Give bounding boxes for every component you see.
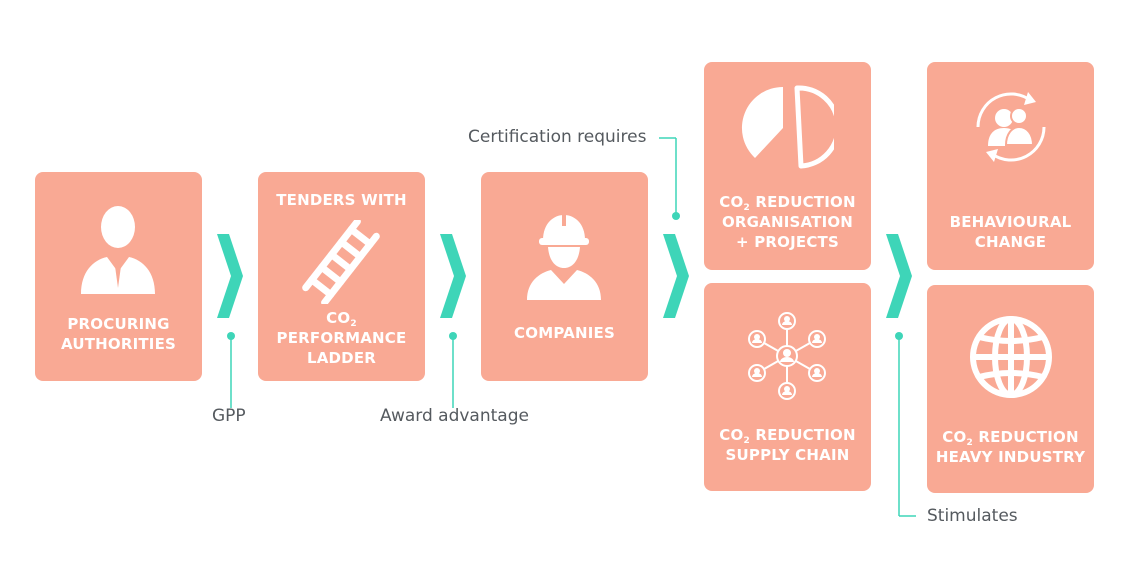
chevron-right-icon	[886, 234, 912, 318]
heavy-industry-co-subscript: 2	[966, 438, 973, 448]
reduction-org-co-label: CO	[719, 193, 744, 211]
stimulates-annotation: Stimulates	[927, 506, 1018, 526]
procuring-authorities-box: PROCURING AUTHORITIES	[35, 172, 202, 381]
chevron-right-icon	[440, 234, 466, 318]
supply-chain-co-subscript: 2	[743, 436, 750, 446]
people-cycle-icon	[976, 92, 1046, 162]
heavy-industry-co-label: CO	[942, 428, 967, 446]
certification-requires-annotation: Certification requires	[468, 127, 647, 147]
tenders-co-subscript: 2	[350, 319, 357, 329]
stimulates-connector	[895, 332, 916, 517]
supply-chain-line-2: SUPPLY CHAIN	[725, 446, 850, 464]
reduction-org-reduction-label: REDUCTION	[749, 193, 856, 211]
companies-box: COMPANIES	[481, 172, 648, 381]
tenders-line-ladder: LADDER	[306, 349, 377, 367]
procuring-line-1: PROCURING	[67, 315, 170, 333]
reduction-organisation-box: CO2 REDUCTION ORGANISATION + PROJECTS	[704, 62, 871, 270]
tenders-line-performance: PERFORMANCE	[276, 329, 407, 347]
heavy-industry-box: CO2 REDUCTION HEAVY INDUSTRY	[927, 285, 1094, 493]
procuring-line-2: AUTHORITIES	[60, 335, 177, 353]
gpp-connector	[227, 332, 235, 408]
reduction-org-co-subscript: 2	[743, 203, 750, 213]
supply-chain-reduction-label: REDUCTION	[749, 426, 856, 444]
supply-chain-co-label: CO	[719, 426, 744, 444]
behavioural-line-2: CHANGE	[974, 233, 1047, 251]
companies-label: COMPANIES	[514, 324, 615, 342]
award-advantage-annotation: Award advantage	[380, 406, 529, 426]
behavioural-line-1: BEHAVIOURAL	[949, 213, 1072, 231]
heavy-industry-line-2: HEAVY INDUSTRY	[935, 448, 1086, 466]
chevron-right-icon	[663, 234, 689, 318]
tenders-co-label: CO	[326, 309, 351, 327]
reduction-org-line-projects: + PROJECTS	[736, 233, 839, 251]
ladder-icon	[302, 220, 380, 304]
person-icon	[81, 206, 155, 294]
tenders-top-label: TENDERS WITH	[276, 191, 407, 209]
heavy-industry-reduction-label: REDUCTION	[972, 428, 1079, 446]
certification-connector	[659, 137, 680, 220]
behavioural-change-box: BEHAVIOURAL CHANGE	[927, 62, 1094, 270]
tenders-box: TENDERS WITH CO2 PERFORMANCE LADDER	[258, 172, 425, 381]
pie-chart-icon	[741, 85, 834, 169]
supply-chain-box: CO2 REDUCTION SUPPLY CHAIN	[704, 283, 871, 491]
award-connector	[449, 332, 457, 408]
worker-icon	[527, 212, 601, 300]
network-icon	[748, 312, 826, 400]
reduction-org-line-organisation: ORGANISATION	[721, 213, 854, 231]
gpp-annotation: GPP	[212, 406, 246, 426]
globe-icon	[970, 316, 1052, 398]
chevron-right-icon	[217, 234, 243, 318]
